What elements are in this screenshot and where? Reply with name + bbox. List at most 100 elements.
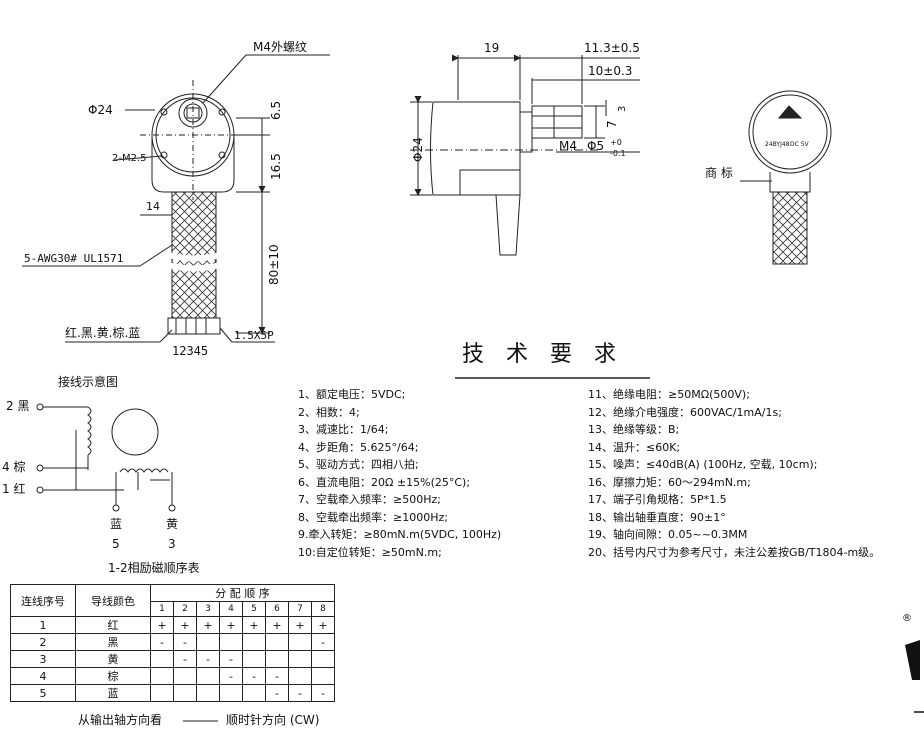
step-header: 1 <box>150 601 174 617</box>
step-cell <box>150 684 174 702</box>
step-cell <box>196 684 220 702</box>
shaft-tol-lower: -0.1 <box>610 149 626 158</box>
step-header: 5 <box>242 601 266 617</box>
spec-item: 11、绝缘电阻：≥50MΩ(500V); <box>588 388 750 401</box>
col-header-seq: 连线序号 <box>10 584 76 617</box>
spec-item: 19、轴向间隙：0.05~~0.3MM <box>588 528 748 541</box>
row-color: 黑 <box>75 633 151 651</box>
spec-item: 4、步距角：5.625°/64; <box>298 440 419 454</box>
step-cell <box>242 684 266 702</box>
step-header: 2 <box>173 601 197 617</box>
step-cell: + <box>219 616 243 634</box>
step-cell: - <box>219 667 243 685</box>
step-cell: + <box>265 616 289 634</box>
table-row: 4 棕 - - - <box>10 667 335 685</box>
sticker-line-2: DC 5V <box>790 141 809 148</box>
wiring-schematic <box>36 403 176 512</box>
step-header: 4 <box>219 601 243 617</box>
col-header-color: 导线颜色 <box>75 584 151 617</box>
front-diameter-label: Φ24 <box>88 103 113 117</box>
connector-label: 1.5X5P <box>234 329 274 342</box>
step-cell: + <box>288 616 312 634</box>
step-cell <box>150 650 174 668</box>
row-number: 2 <box>10 633 76 651</box>
wire-label-4: 4 棕 <box>2 460 26 474</box>
shaft-tol-upper: +0 <box>610 138 622 147</box>
dim-6-5: 6.5 <box>269 100 283 120</box>
step-cell <box>173 667 197 685</box>
dim-19: 19 <box>484 41 500 55</box>
blue-wire-label: 蓝 <box>110 517 123 531</box>
spec-item: 7、空载牵入频率：≥500Hz; <box>298 493 441 506</box>
sequence-caption: 1-2相励磁顺序表 <box>108 561 200 575</box>
spec-item: 20、括号内尺寸为参考尺寸，未注公差按GB/T1804-m级。 <box>588 545 881 559</box>
step-header: 3 <box>196 601 220 617</box>
specs-right-list: 11、绝缘电阻：≥50MΩ(500V); 12、绝缘介电强度：600VAC/1m… <box>588 386 880 561</box>
spec-item: 2、相数：4; <box>298 405 360 419</box>
dim-14: 14 <box>146 200 160 213</box>
footer-left: 从输出轴方向看 <box>78 713 163 727</box>
step-cell <box>219 633 243 651</box>
step-cell: - <box>150 633 174 651</box>
table-row: 3 黄 - - - <box>10 650 335 668</box>
row-color: 红 <box>75 616 151 634</box>
wiring-title: 接线示意图 <box>58 375 119 389</box>
table-row: 1 红 + + + + + + + + <box>10 616 335 634</box>
wire-label-1: 1 红 <box>2 482 26 496</box>
step-header: 7 <box>288 601 312 617</box>
footer-right: 顺时针方向 (CW) <box>226 713 320 727</box>
step-header: 8 <box>311 601 335 617</box>
col-header-order: 分 配 顺 序 <box>150 584 335 602</box>
step-cell: - <box>265 667 289 685</box>
step-cell: - <box>219 650 243 668</box>
step-cell <box>311 650 335 668</box>
m4-label: M4 <box>559 139 577 153</box>
step-cell: - <box>311 633 335 651</box>
pins-label: 12345 <box>172 344 209 358</box>
step-cell <box>242 633 266 651</box>
row-color: 黄 <box>75 650 151 668</box>
step-cell: + <box>311 616 335 634</box>
wire-label-2: 2 黑 <box>6 399 30 413</box>
step-cell: - <box>242 667 266 685</box>
step-cell <box>196 633 220 651</box>
step-cell: + <box>150 616 174 634</box>
spec-item: 15、噪声：≤40dB(A) (100Hz, 空载, 10cm); <box>588 458 818 471</box>
spec-item: 16、摩擦力矩：60～294mN.m; <box>588 475 751 489</box>
step-header: 6 <box>265 601 289 617</box>
step-cell <box>311 667 335 685</box>
trademark-label: 商 标 <box>705 166 733 180</box>
spec-item: 18、输出轴垂直度：90±1° <box>588 510 726 524</box>
step-cell <box>288 667 312 685</box>
step-cell <box>196 667 220 685</box>
specs-left-list: 1、额定电压：5VDC; 2、相数：4; 3、减速比：1/64; 4、步距角：5… <box>298 386 501 561</box>
step-cell <box>288 650 312 668</box>
corner-logo <box>905 640 920 680</box>
spec-item: 17、端子引角规格：5P*1.5 <box>588 493 727 506</box>
shaft-label: Φ5 <box>587 139 605 153</box>
wire-colors-label: 红.黑.黄.棕.蓝 <box>65 326 141 340</box>
step-cell: - <box>173 650 197 668</box>
spec-item: 5、驱动方式：四相八拍; <box>298 458 419 471</box>
spec-item: 1、额定电压：5VDC; <box>298 388 406 401</box>
step-cell <box>219 684 243 702</box>
dim-7: 7 <box>605 120 619 128</box>
side-view <box>410 54 640 256</box>
row-number: 5 <box>10 684 76 702</box>
row-color: 棕 <box>75 667 151 685</box>
wire-label: 5-AWG30# UL1571 <box>24 252 124 265</box>
registered-mark: ® <box>902 613 912 624</box>
front-view <box>22 54 330 343</box>
spec-item: 10:自定位转矩：≥50mN.m; <box>298 545 442 559</box>
step-cell: + <box>173 616 197 634</box>
thread-label: M4外螺纹 <box>253 40 307 54</box>
label-view <box>740 90 832 265</box>
excitation-sequence-table: 连线序号 导线颜色 分 配 顺 序 1 2 3 4 5 6 7 8 1 红 + … <box>10 584 335 702</box>
step-cell <box>265 633 289 651</box>
spec-item: 6、直流电阻：20Ω ±15%(25°C); <box>298 475 471 489</box>
blue-wire-number: 5 <box>112 537 120 551</box>
dim-16-5: 16.5 <box>269 153 283 180</box>
hole-label: 2-M2.5 <box>112 153 147 164</box>
dim-11-3: 11.3±0.5 <box>584 41 640 55</box>
spec-item: 8、空载牵出频率：≥1000Hz; <box>298 510 448 524</box>
